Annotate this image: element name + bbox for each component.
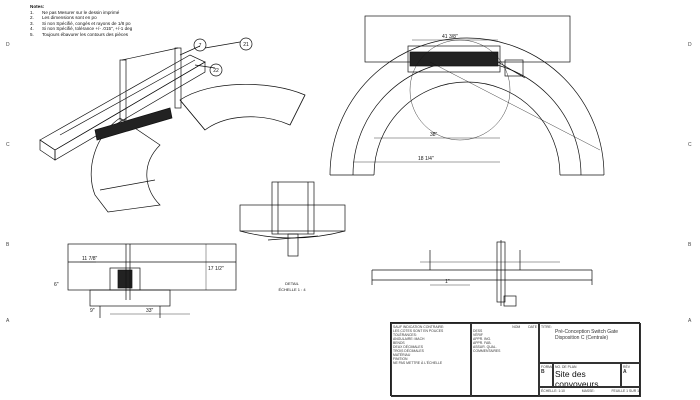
balloon-21-label: 21 (243, 42, 249, 48)
detail-label-line1: DETAIL (285, 281, 299, 286)
balloon-numbers: 7 21 22 (199, 42, 249, 74)
note-item: 3.Si non Spécifié, congés et rayons de 1… (30, 20, 131, 26)
dim-arc-outer: 18 1/4" (418, 156, 434, 162)
zone-letter-right-d: D (688, 42, 692, 48)
top-dimension-lines (353, 39, 500, 163)
dim-front-left: 6" (54, 282, 59, 288)
zone-letter-right-c: C (688, 142, 692, 148)
detail-label: DETAIL ÉCHELLE 1 : 4 (278, 281, 306, 292)
zone-letter-left-c: C (6, 142, 10, 148)
balloon-22 (209, 63, 223, 77)
note-item: 2.Les dimensions sont en po (30, 15, 97, 21)
drawing-number: Site des convoyeurs (555, 369, 599, 387)
approvals-header: NOM DATE (512, 325, 537, 329)
zone-letter-left-a: A (6, 318, 10, 324)
dim-front-bottom: 33" (146, 308, 154, 314)
zone-letter-left-b: B (6, 242, 10, 248)
detail-label-line2: ÉCHELLE 1 : 4 (278, 287, 306, 292)
dim-front-small: 11 7/8" (82, 256, 98, 262)
isometric-view (39, 41, 306, 213)
title-block: SAUF INDICATION CONTRAIRE: LES COTES SON… (390, 322, 641, 397)
top-plan-view (329, 15, 605, 176)
drawing-title-line2: Disposition C (Centrale) (555, 335, 609, 341)
zone-letter-right-b: B (688, 242, 692, 248)
dim-top-width: 41 3/8" (442, 34, 458, 40)
dim-front-tiny: 9" (90, 308, 95, 314)
front-dimension-lines (80, 244, 207, 315)
balloon-21 (239, 37, 253, 51)
zone-letter-right-a: A (688, 318, 692, 324)
drawing-number-cell: NO. DE PLAN Site des convoyeurs (553, 363, 621, 387)
dimension-texts: 41 3/8" 38" 18 1/4" 17 1/2" 11 7/8" 33" … (54, 34, 458, 314)
format-cell: FORMAT B (539, 363, 553, 387)
title-cell: TITRE: Pré-Conception Switch Gate Dispos… (539, 323, 641, 363)
detail-view (239, 181, 346, 257)
dim-front-height: 17 1/2" (208, 266, 224, 272)
notes-block: Notes: 1.Ne pas Mesurer sur le dessin im… (30, 4, 132, 38)
approvals-panel: NOM DATE DESS VÉRIF APPR. ING. APPR. FAB… (471, 323, 539, 397)
side-elevation-view (371, 240, 593, 307)
scale-row: ÉCHELLE: 1:10 MASSE: FEUILLE 1 SUR 1 (539, 387, 641, 397)
drawing-title-line1: Pré-Conception Switch Gate (555, 329, 619, 335)
dim-side: 1" (445, 279, 450, 285)
dim-arc-inner: 38" (430, 132, 438, 138)
balloon-22-label: 22 (213, 68, 219, 74)
balloon-7-label: 7 (199, 43, 202, 49)
note-item: 5.Toujours ébavurer les contours des piè… (30, 31, 129, 37)
note-item: 1.Ne pas Mesurer sur le dessin imprimé (30, 9, 120, 15)
balloon-7 (193, 38, 207, 52)
front-elevation-view (67, 243, 237, 318)
tolerance-panel: SAUF INDICATION CONTRAIRE: LES COTES SON… (391, 323, 471, 397)
zone-letter-left-d: D (6, 42, 10, 48)
notes-header: Notes: (30, 4, 45, 9)
note-item: 4.Si non Spécifié, tolérance +/- .015", … (30, 26, 133, 32)
revision-cell: RÉV A (621, 363, 641, 387)
